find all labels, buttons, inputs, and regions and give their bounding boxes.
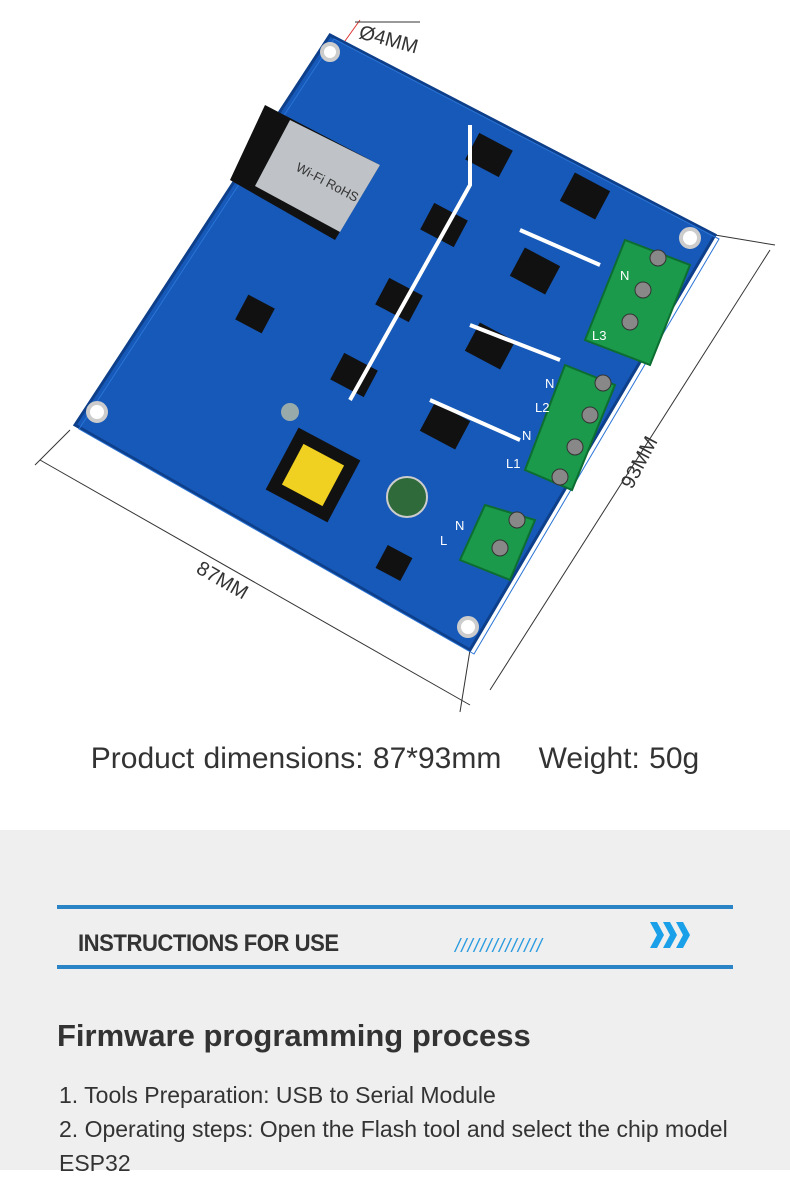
- terminal-label: L1: [506, 456, 520, 471]
- weight-text: Weight: 50g: [538, 742, 700, 775]
- instructions-section: [0, 830, 790, 1170]
- terminal-label: N: [522, 428, 531, 443]
- terminal-label: N: [545, 376, 554, 391]
- components: [235, 132, 611, 582]
- section-title: INSTRUCTIONS FOR USE: [78, 930, 339, 957]
- transformer: [281, 443, 345, 507]
- terminal-label: L3: [592, 328, 606, 343]
- step-item: 1. Tools Preparation: USB to Serial Modu…: [59, 1082, 496, 1108]
- product-specs: Product dimensions: 87*93mm Weight: 50g: [0, 742, 790, 776]
- height-label: 93MM: [617, 433, 663, 492]
- terminal-blocks: [458, 238, 692, 582]
- terminal-label: L: [440, 533, 447, 548]
- divider-top: [57, 905, 733, 909]
- capacitor: [386, 476, 428, 518]
- mounting-holes: [86, 42, 701, 638]
- pcb: [72, 33, 718, 653]
- terminal-label: N: [455, 518, 464, 533]
- slash-decoration: //////////////: [455, 936, 543, 957]
- firmware-title: Firmware programming process: [57, 1018, 531, 1053]
- divider-bottom: [57, 965, 733, 969]
- terminal-label: L2: [535, 400, 549, 415]
- product-image-area: Ø4MM 87MM 93MM Wi-Fi RoHS N L3: [34, 19, 776, 713]
- dimensions-text: Product dimensions: 87*93mm: [90, 742, 502, 775]
- terminal-label: N: [620, 268, 629, 283]
- firmware-steps: 1. Tools Preparation: USB to Serial Modu…: [59, 1078, 739, 1180]
- chevrons-right-icon: [650, 922, 690, 948]
- pcb-board-illustration: Ø4MM 87MM 93MM Wi-Fi RoHS N L3: [34, 19, 776, 713]
